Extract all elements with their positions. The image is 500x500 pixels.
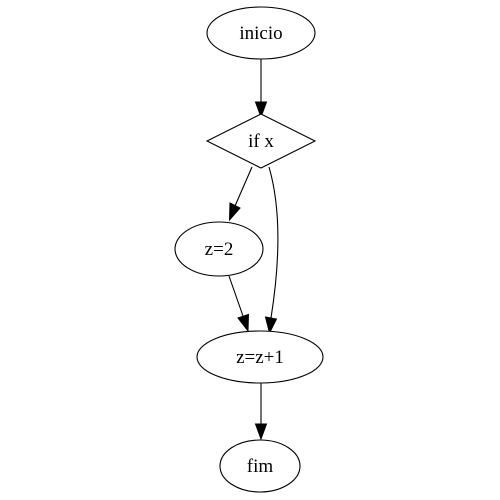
node-if-x[interactable]: if x — [205, 113, 317, 169]
node-inicio-shape — [206, 6, 316, 60]
node-zz1-label: z=z+1 — [236, 347, 284, 368]
edge-if-x-to-zz1 — [264, 166, 279, 335]
edge-inicio-to-if-x — [254, 59, 268, 119]
node-fim[interactable]: fim — [219, 439, 301, 493]
node-fim-label: fim — [247, 456, 274, 477]
node-if-x-label: if x — [248, 131, 274, 152]
node-inicio-label: inicio — [239, 23, 282, 44]
node-zz1[interactable]: z=z+1 — [196, 330, 324, 384]
node-fim-shape — [219, 439, 301, 493]
node-z2-shape — [174, 221, 264, 277]
node-if-x-shape — [205, 113, 317, 169]
edge-z2-to-zz1 — [228, 275, 250, 333]
node-inicio[interactable]: inicio — [206, 6, 316, 60]
edge-if-x-to-z2 — [228, 166, 253, 222]
node-z2-label: z=2 — [205, 239, 234, 260]
edge-zz1-to-fim — [254, 383, 268, 441]
node-z2[interactable]: z=2 — [174, 221, 264, 277]
node-zz1-shape — [196, 330, 324, 384]
